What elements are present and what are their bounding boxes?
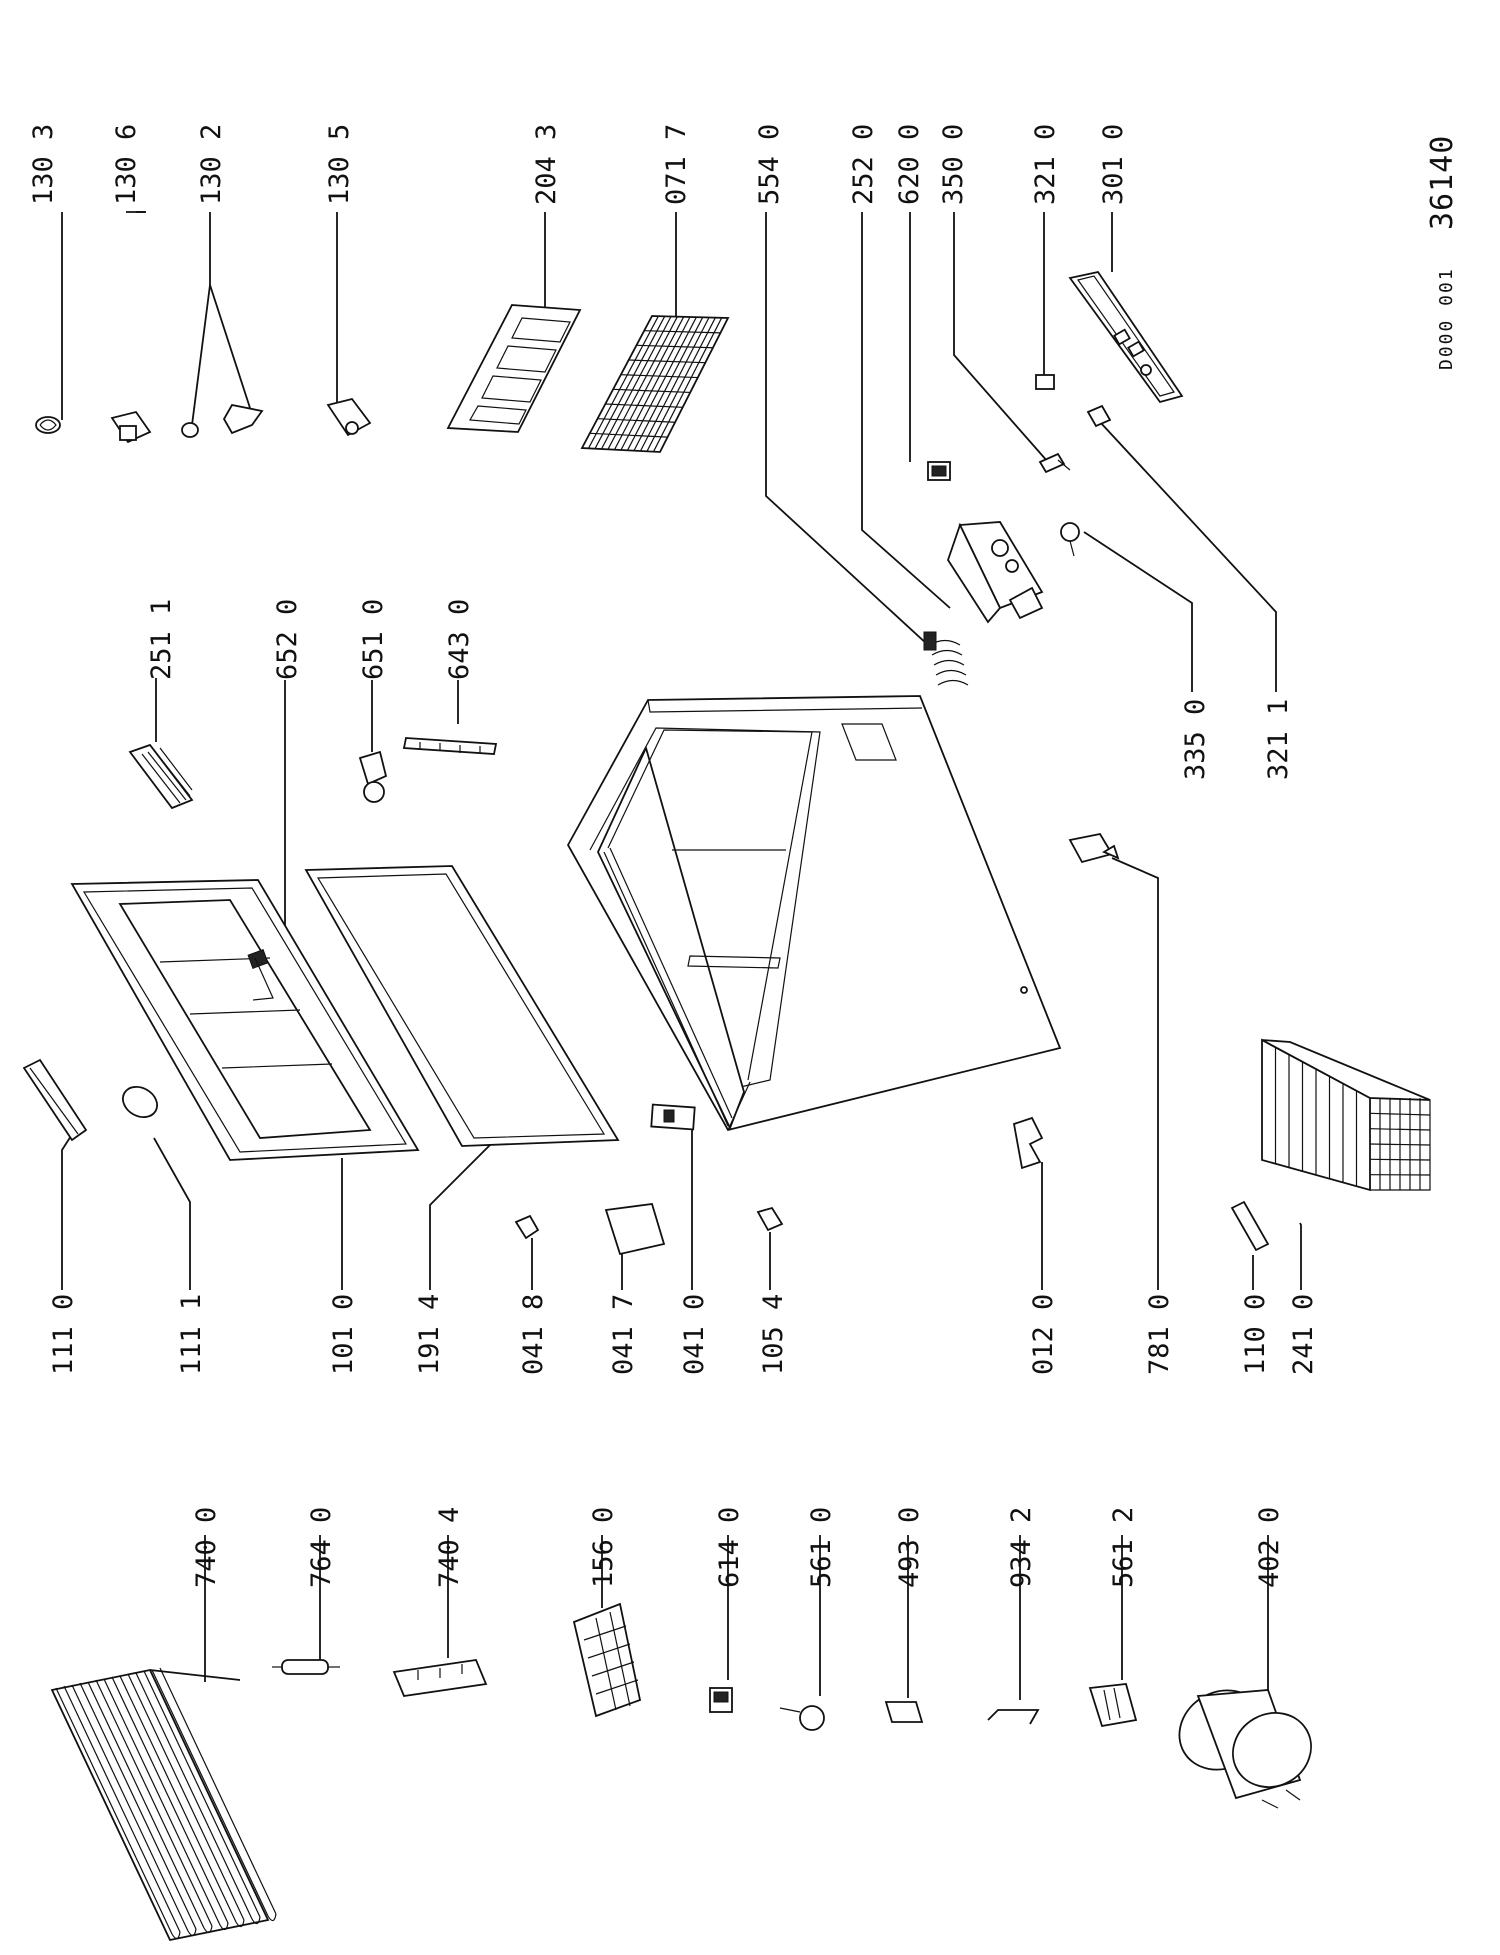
part-204-3-divider: [448, 305, 580, 432]
label-204-3: 204 3: [531, 124, 562, 205]
label-101-0: 101 0: [328, 1294, 359, 1375]
part-111-1-cap: [117, 1081, 162, 1123]
diagram-number: 36140: [1425, 135, 1460, 230]
part-041-8-bracket: [516, 1216, 538, 1238]
label-614-0: 614 0: [714, 1507, 745, 1588]
part-301-0-control-panel: [1070, 272, 1182, 402]
part-130-5-hinge: [328, 399, 370, 435]
part-252-0-thermostat-housing: [948, 522, 1042, 622]
part-130-3-clip: [36, 417, 60, 433]
label-110-0: 110 0: [1240, 1294, 1271, 1375]
label-554-0: 554 0: [754, 124, 785, 205]
part-643-0-strip: [404, 738, 496, 754]
part-651-0-lamp: [360, 752, 386, 802]
label-493-0: 493 0: [894, 1507, 925, 1588]
label-620-0: 620 0: [894, 124, 925, 205]
label-041-0: 041 0: [679, 1294, 710, 1375]
label-191-4: 191 4: [414, 1294, 445, 1375]
label-740-4: 740 4: [434, 1507, 465, 1588]
label-012-0: 012 0: [1028, 1294, 1059, 1375]
part-554-0-spring: [924, 632, 968, 685]
label-252-0: 252 0: [848, 124, 879, 205]
label-651-0: 651 0: [358, 599, 389, 680]
label-041-7: 041 7: [608, 1294, 639, 1375]
label-335-0: 335 0: [1180, 699, 1211, 780]
label-130-3: 130 3: [28, 124, 59, 205]
label-111-1: 111 1: [176, 1294, 207, 1375]
label-105-4: 105 4: [758, 1294, 789, 1375]
label-130-6: 130 6: [111, 124, 142, 205]
label-130-5: 130 5: [324, 124, 355, 205]
part-402-0-compressor: [1165, 1675, 1325, 1808]
part-012-0-bracket: [1014, 1118, 1042, 1168]
part-041-7-bracket: [606, 1204, 664, 1254]
part-781-0-cover: [1070, 834, 1118, 862]
label-402-0: 402 0: [1254, 1507, 1285, 1588]
label-301-0: 301 0: [1098, 124, 1129, 205]
label-561-2: 561 2: [1108, 1507, 1139, 1588]
part-321-1-clip: [1088, 406, 1110, 426]
label-652-0: 652 0: [272, 599, 303, 680]
part-156-0-ice-tray: [574, 1604, 640, 1716]
label-156-0: 156 0: [588, 1507, 619, 1588]
doc-code: D000 001: [1436, 267, 1457, 370]
label-934-2: 934 2: [1006, 1507, 1037, 1588]
label-130-2: 130 2: [196, 124, 227, 205]
label-321-1: 321 1: [1263, 699, 1294, 780]
label-041-8: 041 8: [518, 1294, 549, 1375]
label-740-0: 740 0: [191, 1507, 222, 1588]
part-620-0-lamp-holder: [928, 462, 950, 480]
part-105-4-clip: [758, 1208, 782, 1230]
part-041-0-latch: [651, 1105, 694, 1130]
part-251-1-vent: [130, 745, 192, 808]
part-614-0-relay: [710, 1688, 732, 1712]
part-321-0-switch: [1036, 375, 1054, 389]
label-111-0: 111 0: [48, 1294, 79, 1375]
label-350-0: 350 0: [938, 124, 969, 205]
part-764-0-drier: [272, 1660, 340, 1674]
part-111-0-handle: [24, 1060, 86, 1140]
part-130-6-hinge: [112, 412, 150, 442]
label-071-7: 071 7: [661, 124, 692, 205]
label-241-0: 241 0: [1288, 1294, 1319, 1375]
part-110-0-hinge: [1232, 1202, 1268, 1250]
label-251-1: 251 1: [146, 599, 177, 680]
label-561-0: 561 0: [806, 1507, 837, 1588]
label-781-0: 781 0: [1144, 1294, 1175, 1375]
part-241-0-basket: [1262, 1040, 1430, 1190]
label-643-0: 643 0: [444, 599, 475, 680]
label-321-0: 321 0: [1030, 124, 1061, 205]
part-335-0-knob: [1061, 523, 1079, 556]
part-cabinet: [568, 696, 1060, 1130]
label-764-0: 764 0: [306, 1507, 337, 1588]
part-561-0-capacitor: [780, 1706, 824, 1730]
part-493-0-block: [886, 1702, 922, 1722]
part-071-7-grille: [582, 316, 728, 452]
part-740-4-bracket: [394, 1660, 486, 1696]
part-740-0-condenser: [52, 1668, 276, 1940]
part-934-2-wire: [988, 1710, 1038, 1724]
part-561-2-connector: [1090, 1684, 1136, 1726]
